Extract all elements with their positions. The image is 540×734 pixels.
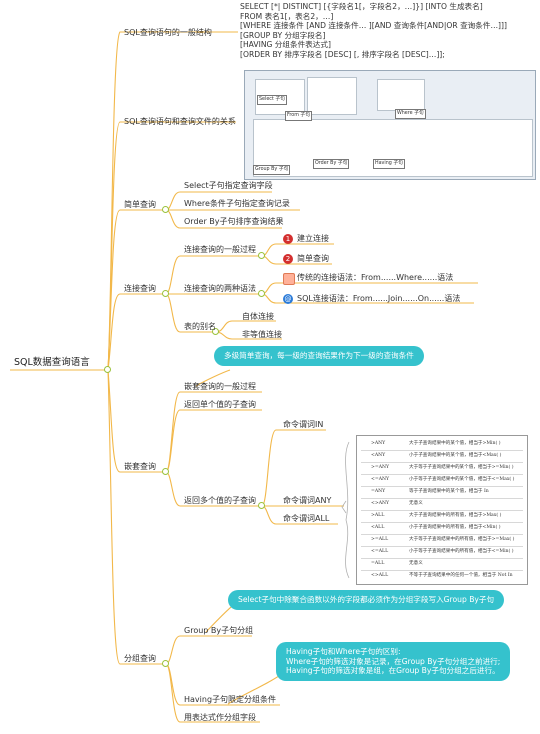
root-toggle[interactable] (104, 366, 111, 373)
panel-label-from: From 子句 (285, 111, 313, 121)
join-process-toggle[interactable] (258, 252, 265, 259)
query-designer-screenshot: Select 子句 From 子句 Where 子句 Group By 子句 O… (244, 70, 536, 180)
multi-value-subquery[interactable]: 返回多个值的子查询 (184, 496, 256, 505)
syntax-line-6: [ORDER BY 排序字段名 [DESC] [, 排序字段名 [DESC]…]… (240, 50, 445, 59)
simple-query-toggle[interactable] (162, 206, 169, 213)
having-vs-where-note: Having子句和Where子句的区别: Where子句的筛选对象是记录，在Gr… (276, 642, 511, 681)
table-alias[interactable]: 表的别名 (184, 322, 216, 331)
panel-label-having: Having 子句 (373, 159, 405, 169)
syntax-line-5: [HAVING 分组条件表达式] (240, 40, 331, 49)
group-by-clause[interactable]: Group By子句分组 (184, 626, 254, 635)
note-line-3: Having子句的筛选对象是组，在Group By子句分组之后进行。 (286, 666, 500, 675)
panel-label-select: Select 子句 (257, 95, 287, 105)
document-icon (283, 273, 295, 285)
group-by-note: Select子句中除聚合函数以外的字段都必须作为分组字段写入Group By子句 (228, 590, 505, 610)
step-1-text[interactable]: 建立连接 (297, 234, 329, 243)
sql-join-syntax[interactable]: SQL连接语法：From......Join......On......语法 (297, 294, 461, 303)
single-value-subquery[interactable]: 返回单个值的子查询 (184, 400, 256, 409)
expression-group-field[interactable]: 用表达式作分组字段 (184, 713, 256, 722)
traditional-join-syntax[interactable]: 传统的连接语法：From......Where......语法 (297, 273, 454, 282)
at-icon: @ (283, 294, 293, 304)
predicate-all[interactable]: 命令谓词ALL (283, 514, 330, 523)
nested-query-note: 多级简单查询，每一级的查询结果作为下一级的查询条件 (214, 346, 424, 366)
step-1-badge: 1 (283, 234, 293, 244)
join-general-process[interactable]: 连接查询的一般过程 (184, 245, 256, 254)
group-query-toggle[interactable] (162, 660, 169, 667)
panel-label-order: Order By 子句 (313, 159, 350, 169)
panel-label-where: Where 子句 (395, 109, 426, 119)
branch-join-query[interactable]: 连接查询 (124, 284, 156, 293)
branch-relation[interactable]: SQL查询语句和查询文件的关系 (124, 117, 236, 126)
branch-general-syntax[interactable]: SQL查询语句的一般结构 (124, 28, 212, 37)
panel-label-group: Group By 子句 (253, 165, 291, 175)
predicate-in[interactable]: 命令谓词IN (283, 420, 324, 429)
simple-query-select[interactable]: Select子句指定查询字段 (184, 181, 273, 190)
root-topic[interactable]: SQL数据查询语言 (14, 357, 90, 368)
syntax-line-2: FROM 表名1[，表名2，…] (240, 12, 334, 21)
predicate-any[interactable]: 命令谓词ANY (283, 496, 332, 505)
note-line-2: Where子句的筛选对象是记录，在Group By子句分组之前进行; (286, 656, 501, 666)
join-two-syntax[interactable]: 连接查询的两种语法 (184, 284, 256, 293)
syntax-line-3: [WHERE 连接条件 [AND 连接条件… ][AND 查询条件[AND|OR… (240, 21, 507, 30)
syntax-line-4: [GROUP BY 分组字段名] (240, 31, 326, 40)
alias-toggle[interactable] (212, 328, 219, 335)
non-equi-join[interactable]: 非等值连接 (242, 330, 282, 339)
having-clause[interactable]: Having子句限定分组条件 (184, 695, 277, 704)
join-syntax-toggle[interactable] (258, 290, 265, 297)
simple-query-order[interactable]: Order By子句排序查询结果 (184, 217, 284, 226)
note-line-1: Having子句和Where子句的区别: (286, 647, 401, 656)
syntax-line-1: SELECT [*| DISTINCT] [{字段名1[，字段名2，…]}] [… (240, 2, 483, 11)
join-query-toggle[interactable] (162, 290, 169, 297)
branch-nested-query[interactable]: 嵌套查询 (124, 462, 156, 471)
self-join[interactable]: 自体连接 (242, 312, 274, 321)
nested-general-process[interactable]: 嵌套查询的一般过程 (184, 382, 256, 391)
branch-simple-query[interactable]: 简单查询 (124, 200, 156, 209)
simple-query-where[interactable]: Where条件子句指定查询记录 (184, 199, 290, 208)
branch-group-query[interactable]: 分组查询 (124, 654, 156, 663)
step-2-badge: 2 (283, 254, 293, 264)
step-2-text[interactable]: 简单查询 (297, 254, 329, 263)
multi-value-toggle[interactable] (258, 502, 265, 509)
nested-query-toggle[interactable] (162, 468, 169, 475)
